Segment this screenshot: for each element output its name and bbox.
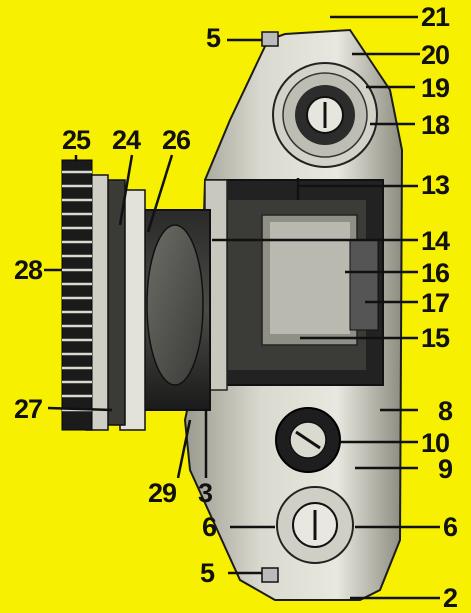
- lens-barrel: [85, 174, 211, 431]
- label-19: 19: [421, 73, 450, 103]
- label-25: 25: [62, 125, 91, 155]
- strap-lug-top: [261, 31, 279, 47]
- strap-lug-bottom: [261, 567, 279, 583]
- label-8: 8: [438, 396, 453, 426]
- label-17: 17: [421, 288, 450, 318]
- label-9: 9: [438, 454, 453, 484]
- label-3: 3: [198, 478, 213, 508]
- focus-ring: [61, 159, 93, 431]
- label-16: 16: [421, 258, 450, 288]
- label-13: 13: [421, 170, 450, 200]
- label-6-left: 6: [202, 512, 217, 542]
- label-27: 27: [14, 394, 43, 424]
- leader-lines: [44, 15, 440, 600]
- label-5-bottom: 5: [200, 558, 215, 588]
- label-15: 15: [421, 323, 450, 353]
- rewind-knob: [276, 486, 354, 564]
- label-2: 2: [443, 583, 458, 613]
- label-18: 18: [421, 110, 450, 140]
- label-29: 29: [148, 478, 177, 508]
- label-5-top: 5: [206, 23, 221, 53]
- label-28: 28: [14, 255, 43, 285]
- film-chamber: [204, 179, 384, 391]
- top-dial: [272, 62, 378, 168]
- label-10: 10: [421, 428, 450, 458]
- label-21: 21: [421, 2, 450, 32]
- label-6-right: 6: [443, 512, 458, 542]
- lower-dial: [275, 407, 341, 473]
- label-20: 20: [421, 40, 450, 70]
- label-14: 14: [421, 226, 450, 256]
- label-26: 26: [162, 125, 191, 155]
- label-24: 24: [112, 125, 141, 155]
